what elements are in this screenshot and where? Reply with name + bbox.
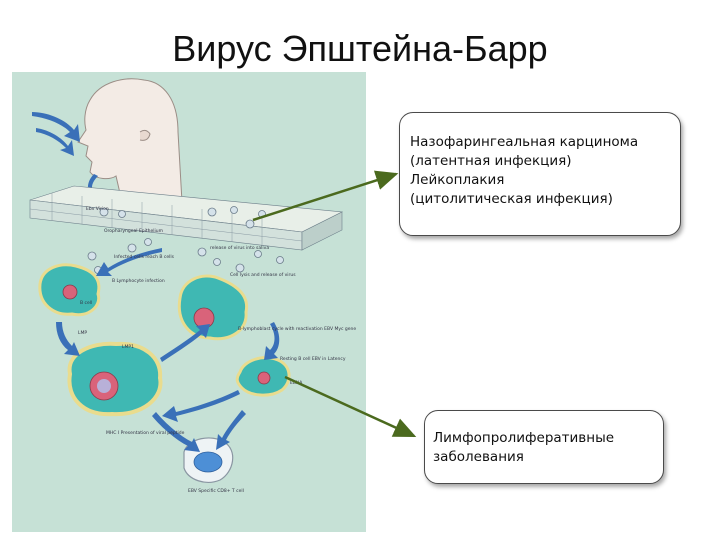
callout-line: (латентная инфекция) [410, 152, 680, 171]
label-lmp1: LMP1 [122, 344, 134, 350]
label-infected-cells: Infected cells reach B cells [114, 254, 175, 260]
label-epithelium: Oropharyngeal Epithelium [104, 228, 163, 234]
callout-carcinoma-leukoplakia: Назофарингеальная карцинома (латентная и… [399, 112, 681, 236]
resting-b-cell [237, 358, 289, 395]
callout-line: (цитолитическая инфекция) [410, 190, 680, 209]
ebv-lifecycle-illustration: Ebv Virion Oropharyngeal Epithelium rele… [12, 72, 366, 532]
callout-line: заболевания [433, 448, 663, 467]
callout-lymphoproliferative: Лимфопролиферативные заболевания [424, 410, 664, 484]
callout-line: Лимфопролиферативные [433, 429, 663, 448]
label-mhc: MHC I Presentation of viral peptide [106, 430, 185, 436]
label-resting: Resting B cell EBV in Latency [280, 356, 346, 362]
label-b-cell: B cell [80, 300, 92, 306]
label-oral-mucosa: Ebv Virion [86, 206, 109, 212]
label-lymphocyte: B Lymphocyte infection [112, 278, 165, 284]
label-virus-release: release of virus into saliva [210, 245, 269, 251]
callout-line: Лейкоплакия [410, 171, 680, 190]
label-t-cell: EBV Specific CD8+ T cell [188, 488, 244, 494]
b-lymphoblast [69, 344, 160, 414]
b-cell-upper-left [40, 265, 99, 315]
label-ebna: EBNA [290, 380, 303, 386]
slide-title: Вирус Эпштейна-Барр [0, 28, 720, 70]
label-b-lymphoblast: B-lymphoblast cycle with reactivation EB… [238, 326, 356, 332]
callout-line: Назофарингеальная карцинома [410, 133, 680, 152]
label-cell-lysis: Cell lysis and release of virus [230, 272, 296, 278]
label-lmp: LMP [78, 330, 87, 336]
